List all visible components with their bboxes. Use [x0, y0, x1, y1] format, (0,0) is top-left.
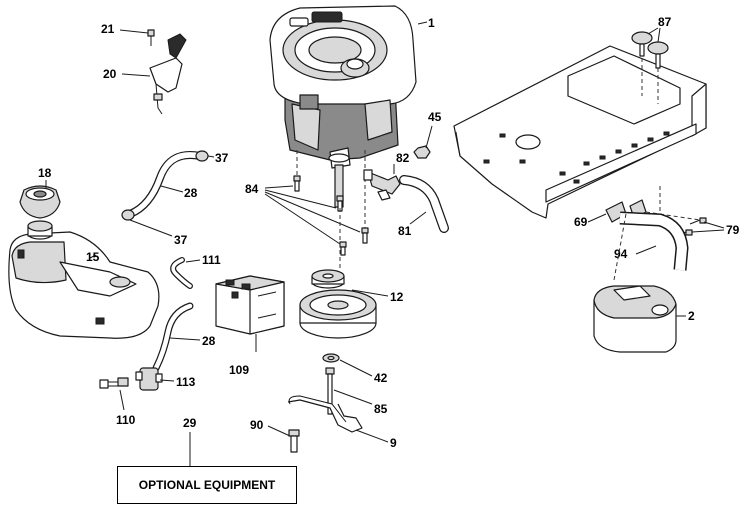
- nut-45: [413, 145, 431, 159]
- fuel-line-upper: [121, 150, 209, 221]
- throttle-control: [147, 29, 187, 115]
- callout-9: 9: [390, 436, 397, 450]
- callout-84: 84: [245, 182, 259, 196]
- callout-82: 82: [396, 151, 410, 165]
- spark-plug-boot: [363, 169, 401, 201]
- callout-1: 1: [428, 16, 435, 30]
- callout-113: 113: [176, 375, 196, 389]
- callout-94: 94: [614, 247, 628, 261]
- callout-37-top: 37: [215, 151, 229, 165]
- callout-109: 109: [229, 363, 249, 377]
- battery: [215, 275, 285, 335]
- fuel-cap: [19, 185, 61, 219]
- bolt-90: [288, 429, 300, 453]
- callout-45: 45: [428, 110, 442, 124]
- callout-21: 21: [101, 22, 115, 36]
- callout-29: 29: [183, 416, 197, 430]
- callout-79: 79: [726, 223, 740, 237]
- callout-110: 110: [116, 413, 136, 427]
- callout-87: 87: [658, 15, 672, 29]
- engine-pulley: [299, 269, 377, 339]
- callout-69: 69: [574, 215, 588, 229]
- callout-42: 42: [374, 371, 388, 385]
- callout-90: 90: [250, 418, 264, 432]
- engine: [269, 5, 417, 208]
- callout-111: 111: [202, 253, 221, 267]
- engine-deck-frame: [453, 45, 707, 219]
- fuel-filter: [135, 367, 163, 391]
- callout-28-top: 28: [184, 186, 198, 200]
- washer: [322, 353, 340, 363]
- fuel-tank: [8, 220, 160, 339]
- callout-85: 85: [374, 402, 388, 416]
- frame-slots: [483, 131, 670, 184]
- exhaust-pipe: [399, 175, 449, 233]
- exhaust-elbow: [619, 211, 689, 271]
- fuel-line-111: [170, 257, 193, 289]
- fuel-fitting: [99, 377, 129, 389]
- callout-12: 12: [390, 290, 404, 304]
- optional-equipment-label: OPTIONAL EQUIPMENT: [138, 478, 276, 492]
- belt-guide-bracket: [287, 395, 363, 433]
- callout-15: 15: [86, 250, 100, 264]
- engine-bolts: [293, 175, 369, 256]
- callout-2: 2: [688, 309, 695, 323]
- callout-37-bottom: 37: [174, 233, 188, 247]
- center-bolt: [325, 367, 335, 415]
- callout-81: 81: [398, 224, 412, 238]
- fuel-line-lower: [152, 302, 194, 372]
- callout-18: 18: [38, 166, 52, 180]
- muffler: [593, 285, 677, 353]
- callout-28-bottom: 28: [202, 334, 216, 348]
- callout-20: 20: [103, 67, 117, 81]
- optional-equipment-box: OPTIONAL EQUIPMENT: [117, 466, 297, 504]
- frame-knobs: [631, 31, 669, 69]
